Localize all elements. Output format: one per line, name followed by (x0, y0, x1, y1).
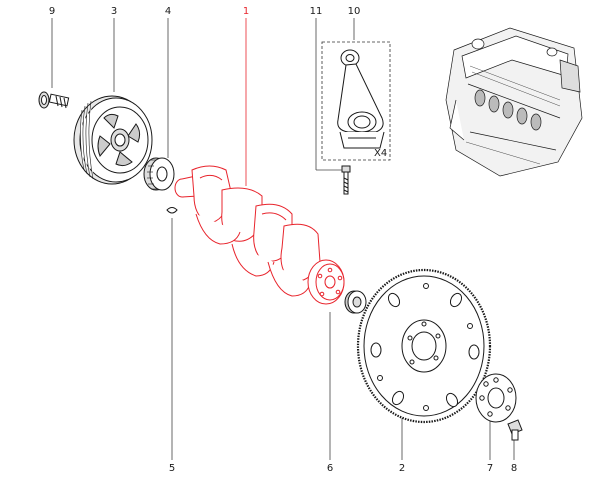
timing-sprocket-icon (143, 157, 175, 191)
engine-block-icon (445, 27, 583, 177)
callout-7: 7 (487, 463, 493, 474)
callout-8: 8 (511, 463, 517, 474)
callout-9: 9 (49, 6, 55, 17)
callout-5: 5 (169, 463, 175, 474)
reinforcement-plate-icon (475, 373, 517, 423)
callout-3: 3 (111, 6, 117, 17)
callout-2: 2 (399, 463, 405, 474)
woodruff-key-icon (166, 207, 178, 214)
connecting-rod-icon (337, 49, 385, 149)
callout-4: 4 (165, 6, 171, 17)
callout-11: 11 (310, 6, 323, 17)
conrod-bolt-icon (341, 165, 351, 195)
callout-6: 6 (327, 463, 333, 474)
flywheel-bolt-icon (507, 419, 523, 441)
callout-1: 1 (243, 6, 249, 17)
pulley-icon (73, 95, 153, 185)
quantity-label: X4 (374, 148, 387, 159)
crankshaft-icon (174, 165, 345, 305)
connecting-rod-detail-box: X4 (321, 41, 391, 161)
flywheel-icon (356, 268, 492, 424)
callout-leaders (51, 18, 515, 460)
callout-10: 10 (348, 6, 361, 17)
pulley-bolt-icon (38, 91, 70, 109)
spigot-bearing-icon (344, 290, 367, 314)
